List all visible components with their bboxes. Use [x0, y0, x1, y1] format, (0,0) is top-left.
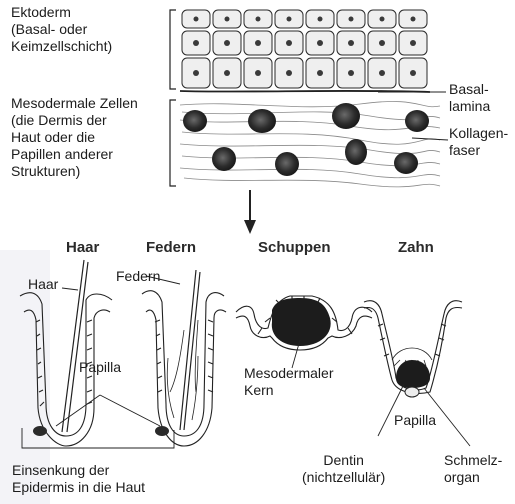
ectoderm-bracket — [170, 10, 176, 89]
ectoderm-layer — [182, 10, 427, 88]
feather-papilla — [155, 426, 169, 436]
down-arrow-icon — [244, 190, 256, 234]
collagen-leader — [412, 138, 448, 140]
mesoderm-cells-label: Mesodermale Zellen (die Dermis der Haut … — [11, 95, 138, 180]
mesoderm-bracket — [170, 100, 176, 186]
papilla-label-left: Papilla — [79, 359, 121, 376]
mesoderm-core-label: Mesodermaler Kern — [244, 365, 333, 399]
basal-lamina-label: Basal- lamina — [449, 81, 490, 115]
feather-structure — [142, 270, 226, 446]
tooth-header: Zahn — [398, 239, 434, 256]
feathers-label: Federn — [116, 268, 160, 285]
dentin-label: Dentin (nichtzellulär) — [302, 452, 385, 486]
feathers-header: Federn — [146, 239, 196, 256]
scale-mesoderm-core — [272, 298, 331, 346]
ectoderm-label: Ektoderm (Basal- oder Keimzellschicht) — [11, 4, 112, 55]
tooth-dentin-cap — [396, 360, 430, 388]
hair-header: Haar — [66, 239, 99, 256]
hair-label: Haar — [28, 276, 58, 293]
collagen-fiber-label: Kollagen- faser — [449, 125, 508, 159]
scales-header: Schuppen — [258, 239, 331, 256]
papilla-label-tooth: Papilla — [394, 412, 436, 429]
tooth-papilla — [405, 387, 419, 397]
hair-papilla — [33, 426, 47, 436]
enamel-organ-label: Schmelz- organ — [444, 452, 502, 486]
collagen-fibers — [180, 101, 440, 186]
invagination-label: Einsenkung der Epidermis in die Haut — [12, 462, 145, 496]
